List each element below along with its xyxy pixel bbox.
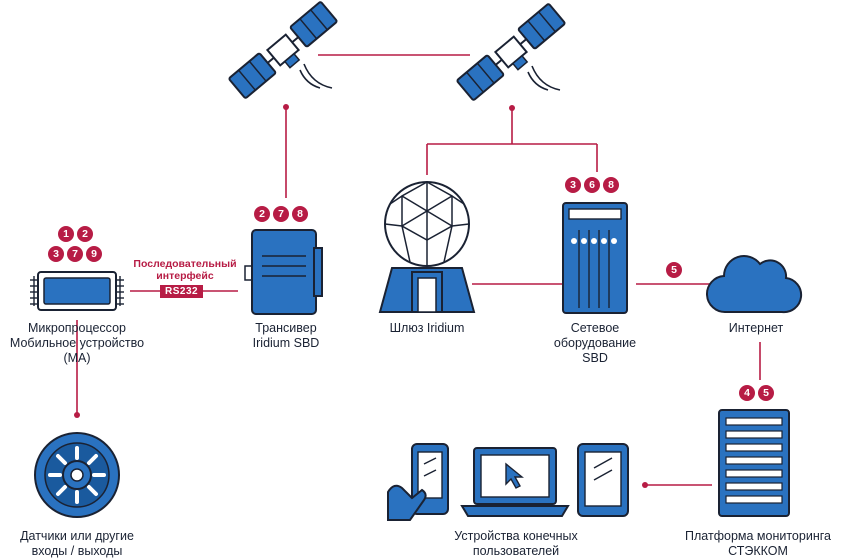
badge: 6 bbox=[584, 177, 600, 193]
badge: 5 bbox=[666, 262, 682, 278]
badge: 2 bbox=[77, 226, 93, 242]
server-rack-icon bbox=[562, 202, 628, 314]
label-transceiver: Трансивер Iridium SBD bbox=[252, 321, 320, 350]
badge: 5 bbox=[758, 385, 774, 401]
phone-hand-icon bbox=[387, 443, 449, 521]
gateway-dome-icon bbox=[378, 181, 476, 313]
satellite-icon bbox=[228, 1, 338, 99]
badges-microprocessor-bottom: 3 7 9 bbox=[48, 246, 102, 262]
chip-icon bbox=[30, 271, 124, 311]
badge: 9 bbox=[86, 246, 102, 262]
signal-waves bbox=[299, 63, 333, 89]
badge: 3 bbox=[48, 246, 64, 262]
label-internet: Интернет bbox=[728, 321, 784, 335]
badge: 3 bbox=[565, 177, 581, 193]
badges-transceiver: 2 7 8 bbox=[254, 206, 308, 222]
label-sensors: Датчики или другие входы / выходы bbox=[20, 529, 134, 558]
label-gateway: Шлюз Iridium bbox=[389, 321, 465, 335]
rs232-badge: RS232 bbox=[160, 285, 204, 298]
badge: 4 bbox=[739, 385, 755, 401]
badges-network: 3 6 8 bbox=[565, 177, 619, 193]
badges-platform: 4 5 bbox=[739, 385, 774, 401]
badge: 1 bbox=[58, 226, 74, 242]
badge: 7 bbox=[67, 246, 83, 262]
sensor-wheel-icon bbox=[34, 432, 120, 518]
connections bbox=[76, 54, 761, 486]
interface-title: Последовательный интерфейс bbox=[133, 258, 237, 282]
tablet-icon bbox=[577, 443, 629, 517]
transceiver-icon bbox=[244, 229, 323, 315]
label-network: Сетевое оборудование SBD bbox=[553, 321, 637, 365]
badges-internet: 5 bbox=[666, 262, 682, 278]
server-rack-icon bbox=[718, 409, 790, 517]
badge: 8 bbox=[292, 206, 308, 222]
laptop-icon bbox=[460, 447, 570, 517]
satellite-icon bbox=[456, 3, 566, 101]
cloud-icon bbox=[705, 255, 803, 314]
badges-microprocessor-top: 1 2 bbox=[58, 226, 93, 242]
badge: 7 bbox=[273, 206, 289, 222]
label-end-devices: Устройства конечных пользователей bbox=[454, 529, 578, 558]
badge: 2 bbox=[254, 206, 270, 222]
connection-dots bbox=[74, 104, 648, 488]
badge: 8 bbox=[603, 177, 619, 193]
signal-waves bbox=[527, 65, 561, 91]
label-microprocessor: Микропроцессор Мобильное устройство (МА) bbox=[9, 321, 145, 365]
label-platform: Платформа мониторинга СТЭККОМ bbox=[685, 529, 831, 558]
